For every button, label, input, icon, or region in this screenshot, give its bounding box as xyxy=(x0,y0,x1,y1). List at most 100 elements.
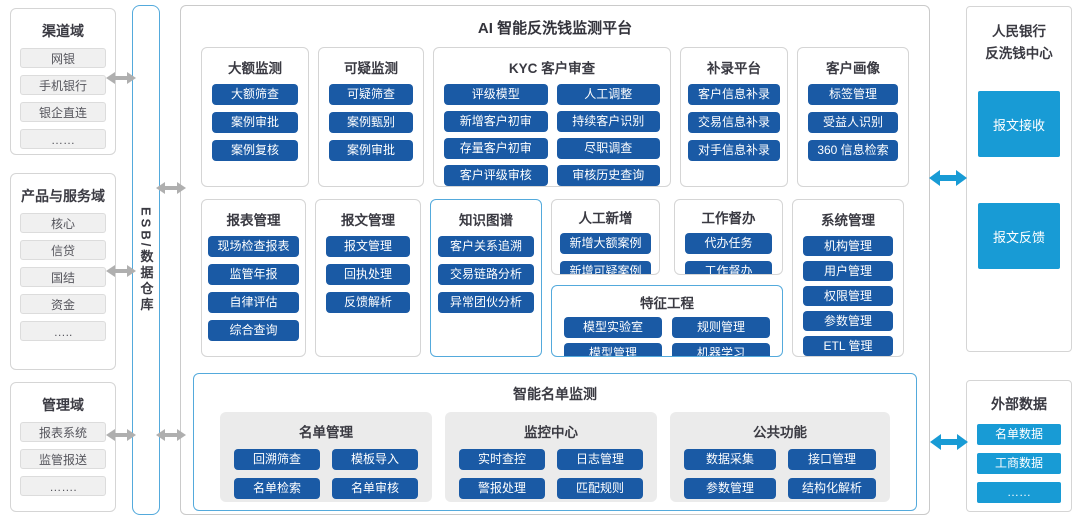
function-chip: 现场检查报表 xyxy=(208,236,299,257)
function-chip: 审核历史查询 xyxy=(556,165,660,186)
domain-item: ….. xyxy=(20,321,106,341)
channel-esb-arrow xyxy=(106,72,136,84)
group-title: 名单管理 xyxy=(299,425,353,440)
function-chip: 名单审核 xyxy=(332,478,418,499)
function-chip: 模型管理 xyxy=(564,343,662,356)
domain-item: 资金 xyxy=(20,294,106,314)
function-chip: 客户关系追溯 xyxy=(438,236,534,257)
function-chip: 规则管理 xyxy=(672,317,770,338)
function-chip: 代办任务 xyxy=(685,233,772,254)
function-chip: 机构管理 xyxy=(803,236,893,256)
function-chip: 人工调整 xyxy=(556,84,660,105)
function-chip: 交易链路分析 xyxy=(438,264,534,285)
domain-item: 手机银行 xyxy=(20,75,106,95)
function-chip: 模板导入 xyxy=(332,449,418,470)
function-chip: 报文管理 xyxy=(326,236,410,257)
function-chip: 案例审批 xyxy=(329,140,413,161)
function-chip: 综合查询 xyxy=(208,320,299,341)
module-suspicious-monitoring: 可疑监测 可疑筛查案例甄别案例审批 xyxy=(318,47,424,187)
function-chip: 存量客户初审 xyxy=(444,138,548,159)
module-title: 人工新增 xyxy=(578,211,633,226)
module-kyc-customer-review: KYC 客户审查 评级模型人工调整新增客户初审持续客户识别存量客户初审尽职调查客… xyxy=(433,47,671,187)
function-chip: 可疑筛查 xyxy=(329,84,413,105)
function-chip: 回执处理 xyxy=(326,264,410,285)
domain-item: 银企直连 xyxy=(20,102,106,122)
function-chip: 机器学习 xyxy=(672,343,770,356)
message-block: 报文反馈 xyxy=(978,203,1060,269)
pboc-title-line2: 反洗钱中心 xyxy=(985,46,1053,61)
function-chip: 结构化解析 xyxy=(788,478,876,499)
function-chip: 客户评级审核 xyxy=(444,165,548,186)
external-data-item: 工商数据 xyxy=(977,453,1061,474)
function-chip: 新增客户初审 xyxy=(444,111,548,132)
module-large-amount-monitoring: 大额监测 大额筛查案例审批案例复核 xyxy=(201,47,309,187)
channel-domain-box: 渠道域 网银手机银行银企直连…… xyxy=(10,8,116,155)
domain-item: 监管报送 xyxy=(20,449,106,469)
module-title: 系统管理 xyxy=(821,213,875,228)
message-block: 报文接收 xyxy=(978,91,1060,157)
function-chip: 实时查控 xyxy=(459,449,545,470)
external-data-title: 外部数据 xyxy=(991,396,1047,412)
smart-list-monitoring-band: 智能名单监测 名单管理 回溯筛查模板导入名单检索名单审核 监控中心 实时查控日志… xyxy=(193,373,917,511)
platform-pboc-arrow xyxy=(929,170,967,186)
product-service-domain-items: 核心信贷国结资金….. xyxy=(11,213,115,341)
function-chip: 警报处理 xyxy=(459,478,545,499)
domain-item: 网银 xyxy=(20,48,106,68)
function-chip: 自律评估 xyxy=(208,292,299,313)
module-work-supervision: 工作督办 代办任务工作督办 xyxy=(674,199,783,275)
function-chip: 回溯筛查 xyxy=(234,449,320,470)
function-chip: 权限管理 xyxy=(803,286,893,306)
management-domain-title: 管理域 xyxy=(42,397,84,413)
function-chip: 持续客户识别 xyxy=(556,111,660,132)
domain-item: 核心 xyxy=(20,213,106,233)
product-service-domain-box: 产品与服务域 核心信贷国结资金….. xyxy=(10,173,116,370)
esb-platform-arrow-bottom xyxy=(156,429,186,441)
module-title: 报表管理 xyxy=(226,213,281,228)
function-chip: 模型实验室 xyxy=(564,317,662,338)
middle-top-row: 人工新增 新增大额案例新增可疑案例 工作督办 代办任务工作督办 xyxy=(551,199,783,275)
function-chip: 客户信息补录 xyxy=(688,84,780,105)
function-chip: 案例审批 xyxy=(212,112,298,133)
module-title: 客户画像 xyxy=(826,61,880,76)
function-chip: 数据采集 xyxy=(684,449,776,470)
function-chip: 对手信息补录 xyxy=(688,140,780,161)
group-title: 监控中心 xyxy=(524,425,578,440)
module-knowledge-graph: 知识图谱 客户关系追溯交易链路分析异常团伙分析 xyxy=(430,199,542,357)
management-domain-box: 管理域 报表系统监管报送……. xyxy=(10,382,116,512)
platform-title: AI 智能反洗钱监测平台 xyxy=(477,20,633,37)
pboc-aml-center-box: 人民银行 反洗钱中心 报文接收报文反馈 xyxy=(966,6,1072,352)
group-title: 公共功能 xyxy=(753,425,807,440)
domain-item: 报表系统 xyxy=(20,422,106,442)
platform-external-data-arrow xyxy=(930,434,968,450)
product-esb-arrow xyxy=(106,265,136,277)
module-title: 补录平台 xyxy=(707,61,761,76)
platform-panel: AI 智能反洗钱监测平台 大额监测 大额筛查案例审批案例复核 可疑监测 可疑筛查… xyxy=(180,5,930,515)
module-supplement-platform: 补录平台 客户信息补录交易信息补录对手信息补录 xyxy=(680,47,788,187)
function-chip: 标签管理 xyxy=(808,84,898,105)
channel-domain-items: 网银手机银行银企直连…… xyxy=(11,48,115,149)
band-groups: 名单管理 回溯筛查模板导入名单检索名单审核 监控中心 实时查控日志管理警报处理匹… xyxy=(194,412,916,502)
management-domain-items: 报表系统监管报送……. xyxy=(11,422,115,496)
group-common-functions: 公共功能 数据采集接口管理参数管理结构化解析 xyxy=(670,412,890,502)
middle-column: 人工新增 新增大额案例新增可疑案例 工作督办 代办任务工作督办 特征工程 模型实… xyxy=(551,199,783,357)
function-chip: 案例甄别 xyxy=(329,112,413,133)
function-chip: 新增可疑案例 xyxy=(560,261,651,274)
function-chip: 参数管理 xyxy=(803,311,893,331)
external-data-box: 外部数据 名单数据工商数据…… xyxy=(966,380,1072,512)
product-service-domain-title: 产品与服务域 xyxy=(21,188,105,204)
function-chip: 案例复核 xyxy=(212,140,298,161)
function-chip: 工作督办 xyxy=(685,261,772,274)
function-chip: 受益人识别 xyxy=(808,112,898,133)
function-chip: 监管年报 xyxy=(208,264,299,285)
module-title: 大额监测 xyxy=(228,61,282,76)
external-data-item: …… xyxy=(977,482,1061,503)
module-title: 可疑监测 xyxy=(344,61,398,76)
function-chip: 名单检索 xyxy=(234,478,320,499)
module-manual-add: 人工新增 新增大额案例新增可疑案例 xyxy=(551,199,660,275)
function-chip: 大额筛查 xyxy=(212,84,298,105)
domain-item: 国结 xyxy=(20,267,106,287)
function-chip: 异常团伙分析 xyxy=(438,292,534,313)
function-chip: 新增大额案例 xyxy=(560,233,651,254)
module-title: KYC 客户审查 xyxy=(508,61,596,76)
